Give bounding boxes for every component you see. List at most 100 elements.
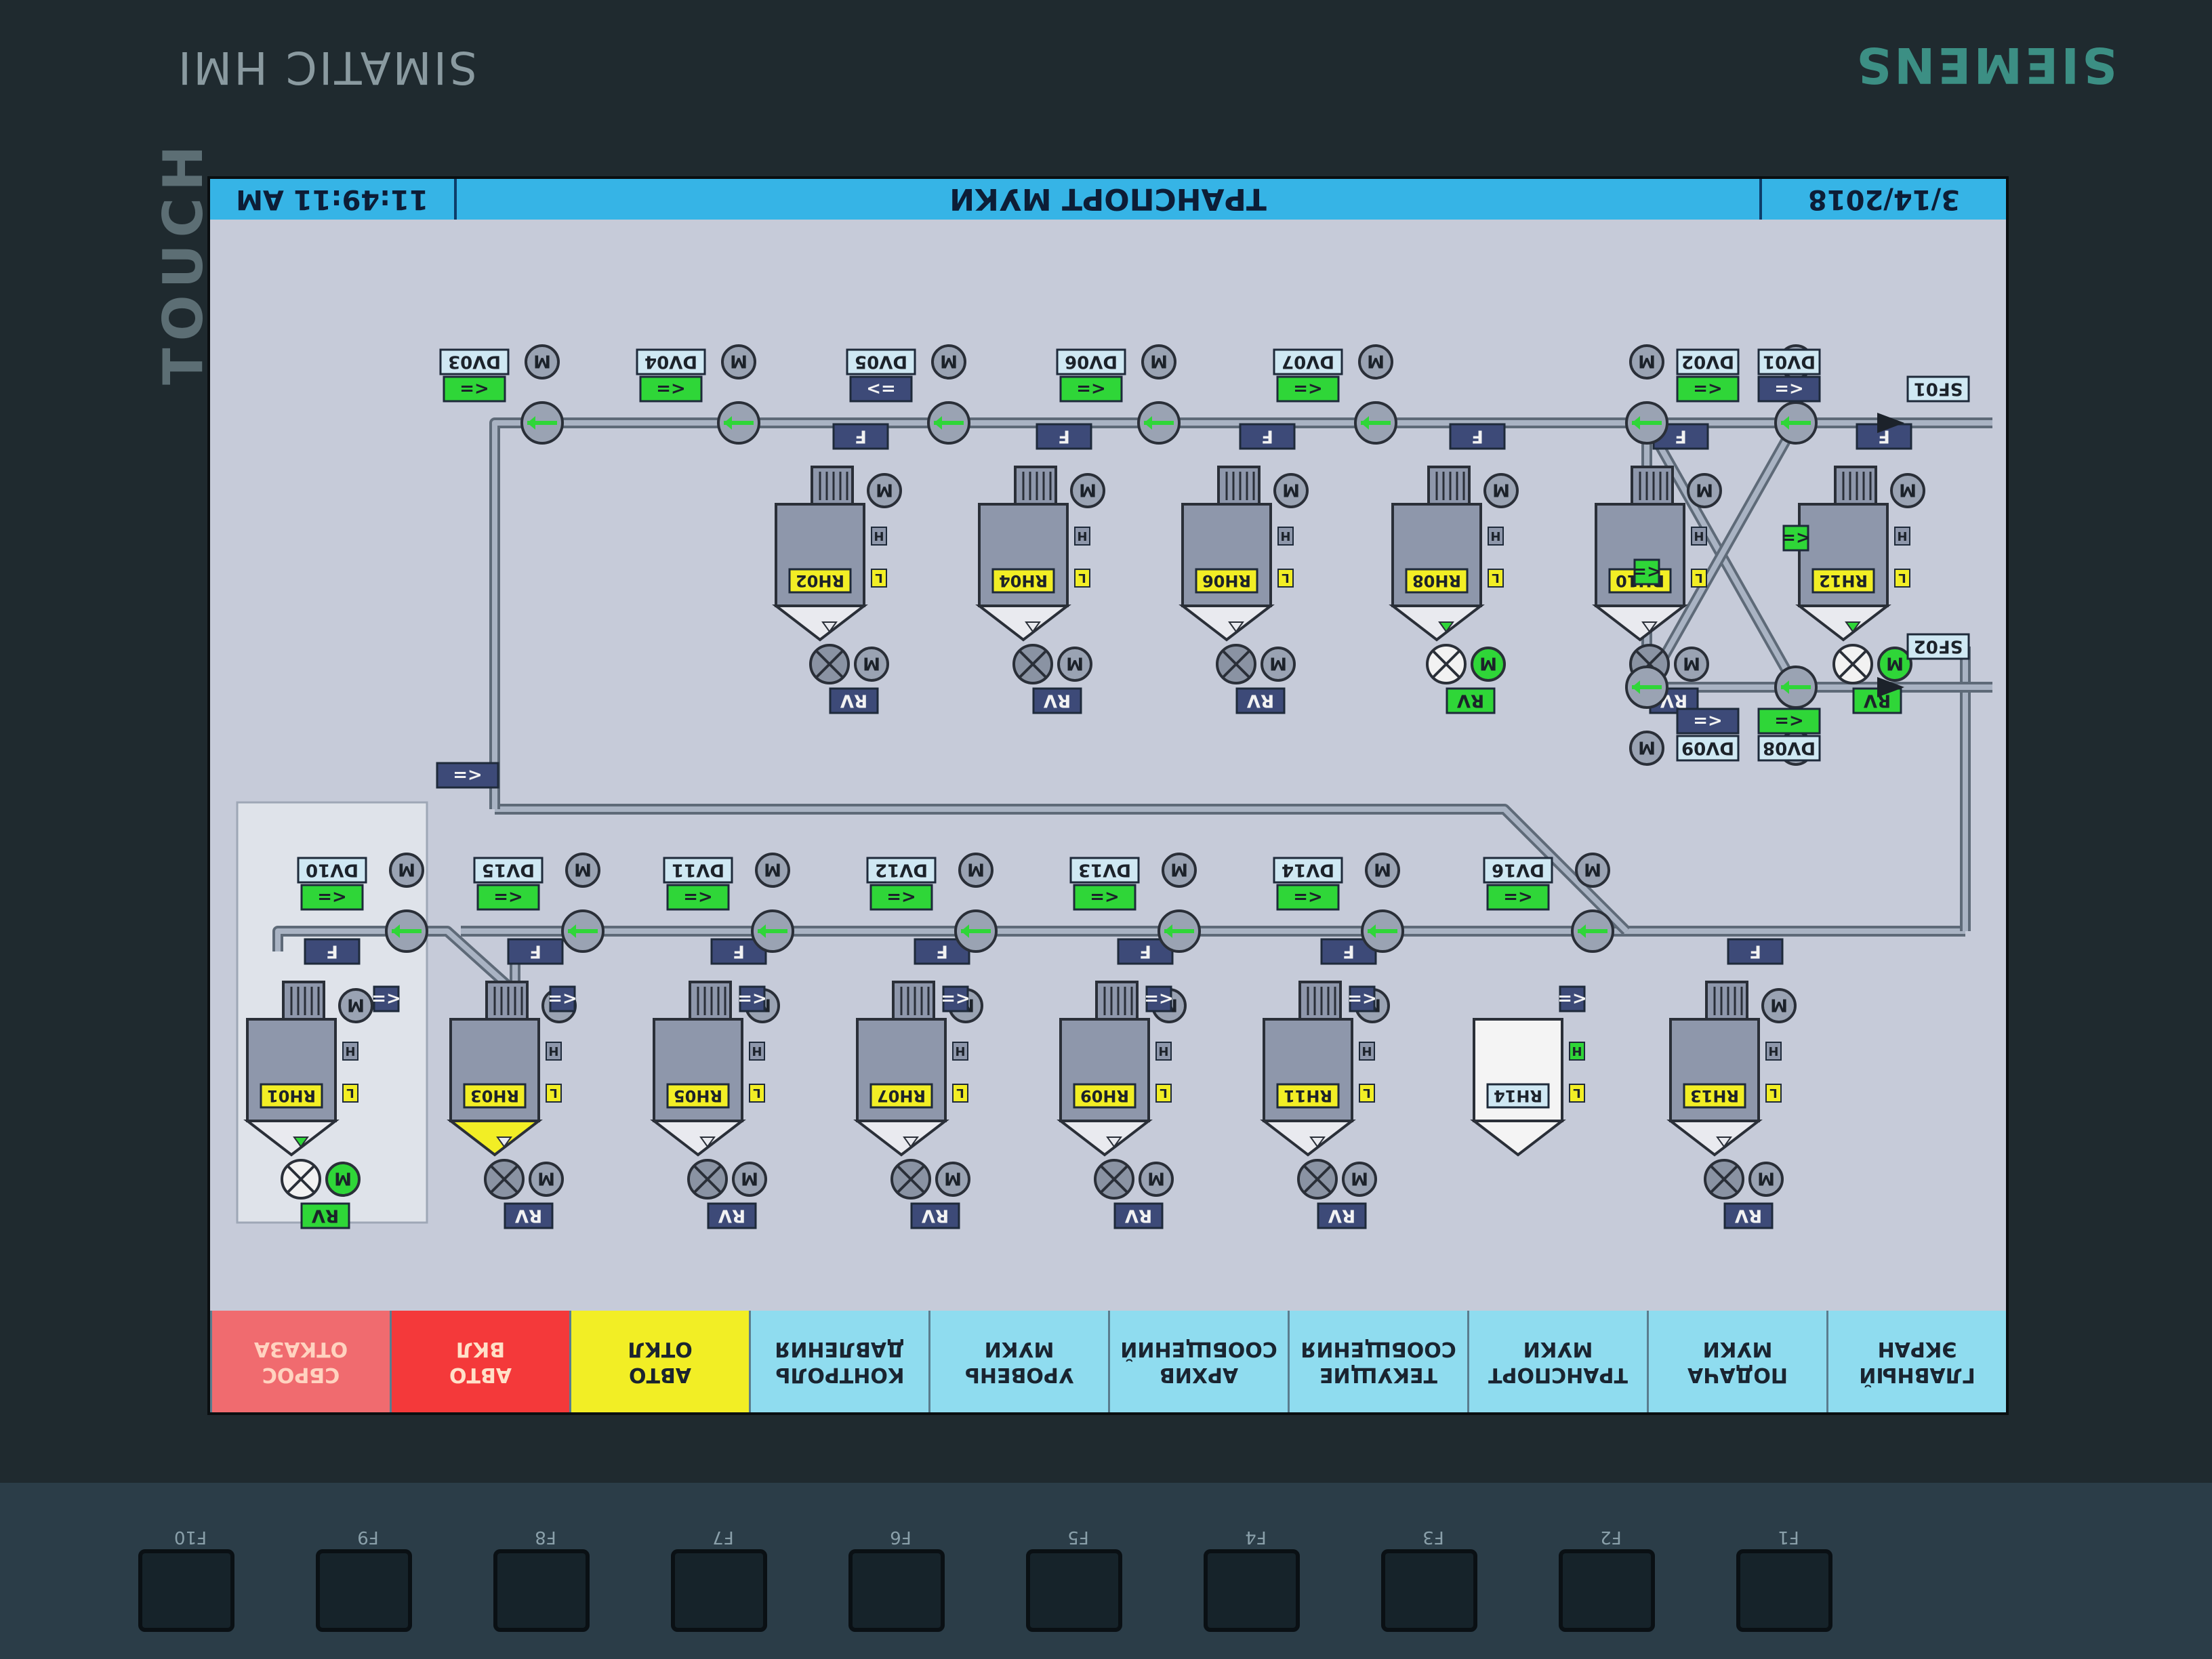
valve-motor-icon[interactable]: M <box>931 344 966 380</box>
filter-button[interactable]: F <box>1036 423 1092 450</box>
feeder-motor-icon[interactable]: M <box>338 988 373 1023</box>
valve-motor-icon[interactable]: M <box>1629 344 1664 380</box>
return-direction-button[interactable]: <= <box>436 762 499 789</box>
direction-button[interactable]: <= <box>1757 375 1821 403</box>
rotary-valve-icon[interactable] <box>1426 644 1467 684</box>
function-key-f3[interactable] <box>1381 1549 1477 1632</box>
feeder-motor-icon[interactable]: M <box>1273 473 1309 508</box>
rv-motor-icon[interactable]: M <box>854 647 889 682</box>
feeder-motor-icon[interactable]: M <box>1890 473 1925 508</box>
rv-motor-icon[interactable]: M <box>1877 647 1912 682</box>
function-key-f4[interactable] <box>1204 1549 1300 1632</box>
direction-button[interactable]: <= <box>869 884 933 911</box>
rotary-valve-icon[interactable] <box>809 644 850 684</box>
rv-button[interactable]: RV <box>707 1202 757 1229</box>
feeder-motor-icon[interactable]: M <box>867 473 902 508</box>
rotary-valve-icon[interactable] <box>687 1159 728 1200</box>
rotary-valve-icon[interactable] <box>1012 644 1053 684</box>
rotary-valve-icon[interactable] <box>890 1159 931 1200</box>
diverter-valve-dv13[interactable] <box>1158 909 1201 953</box>
rv-motor-icon[interactable]: M <box>325 1162 361 1197</box>
direction-button[interactable]: <= <box>1486 884 1550 911</box>
rv-motor-icon[interactable]: M <box>1342 1162 1377 1197</box>
vertical-direction-button[interactable]: <= <box>1781 525 1811 552</box>
direction-button[interactable]: <= <box>443 375 506 403</box>
rotary-valve-icon[interactable] <box>281 1159 321 1200</box>
rv-motor-icon[interactable]: M <box>1057 647 1092 682</box>
diverter-valve-dv01-cross[interactable] <box>1774 401 1818 445</box>
function-key-f1[interactable] <box>1736 1549 1832 1632</box>
filter-button[interactable]: F <box>1239 423 1296 450</box>
rv-motor-icon[interactable]: M <box>1748 1162 1784 1197</box>
rv-button[interactable]: RV <box>1317 1202 1367 1229</box>
rv-motor-icon[interactable]: M <box>1471 647 1506 682</box>
direction-button[interactable]: <= <box>1059 375 1123 403</box>
direction-button[interactable]: <= <box>1676 375 1740 403</box>
feeder-motor-icon[interactable]: M <box>1687 473 1722 508</box>
rv-motor-icon[interactable]: M <box>1261 647 1296 682</box>
function-key-f5[interactable] <box>1026 1549 1122 1632</box>
diverter-valve-dv15[interactable] <box>561 909 605 953</box>
direction-button[interactable]: <= <box>1073 884 1136 911</box>
rv-button[interactable]: RV <box>910 1202 960 1229</box>
diverter-valve-dv14[interactable] <box>1361 909 1404 953</box>
diverter-valve-dv07[interactable] <box>1354 401 1397 445</box>
valve-motor-icon[interactable]: M <box>721 344 756 380</box>
valve-motor-icon[interactable]: M <box>525 344 560 380</box>
direction-button[interactable]: <= <box>476 884 540 911</box>
rv-motor-icon[interactable]: M <box>1139 1162 1174 1197</box>
diverter-valve-dv04[interactable] <box>717 401 760 445</box>
function-key-f8[interactable] <box>493 1549 590 1632</box>
valve-motor-icon[interactable]: M <box>755 853 790 888</box>
rotary-valve-icon[interactable] <box>1832 644 1873 684</box>
rv-button[interactable]: RV <box>1032 687 1082 714</box>
rv-motor-icon[interactable]: M <box>529 1162 564 1197</box>
rv-button[interactable]: RV <box>504 1202 554 1229</box>
feeder-motor-icon[interactable]: M <box>1483 473 1519 508</box>
direction-button[interactable]: <= <box>1276 884 1340 911</box>
rotary-valve-icon[interactable] <box>1704 1159 1744 1200</box>
direction-button[interactable]: <= <box>639 375 703 403</box>
rv-motor-icon[interactable]: M <box>935 1162 970 1197</box>
rotary-valve-icon[interactable] <box>1216 644 1256 684</box>
valve-motor-icon[interactable]: M <box>1141 344 1176 380</box>
diverter-valve-dv06[interactable] <box>1137 401 1181 445</box>
diverter-valve-dv09-cross[interactable] <box>1625 665 1668 709</box>
feeder-motor-icon[interactable]: M <box>1761 988 1797 1023</box>
filter-button[interactable]: F <box>1727 938 1784 965</box>
diverter-valve-dv16[interactable] <box>1571 909 1614 953</box>
feeder-motor-icon[interactable]: M <box>1070 473 1105 508</box>
valve-motor-icon[interactable]: M <box>565 853 600 888</box>
rotary-valve-icon[interactable] <box>1297 1159 1338 1200</box>
valve-motor-icon[interactable]: M <box>389 853 424 888</box>
filter-button[interactable]: F <box>507 938 564 965</box>
diverter-valve-dv03[interactable] <box>520 401 564 445</box>
direction-button[interactable]: <= <box>300 884 364 911</box>
valve-motor-icon[interactable]: M <box>1575 853 1610 888</box>
rv-button[interactable]: RV <box>1235 687 1286 714</box>
diverter-valve-dv08-cross[interactable] <box>1774 665 1818 709</box>
rotary-valve-icon[interactable] <box>484 1159 525 1200</box>
filter-button[interactable]: F <box>304 938 361 965</box>
function-key-f9[interactable] <box>316 1549 412 1632</box>
rv-button[interactable]: RV <box>300 1202 350 1229</box>
filter-button[interactable]: F <box>1449 423 1506 450</box>
